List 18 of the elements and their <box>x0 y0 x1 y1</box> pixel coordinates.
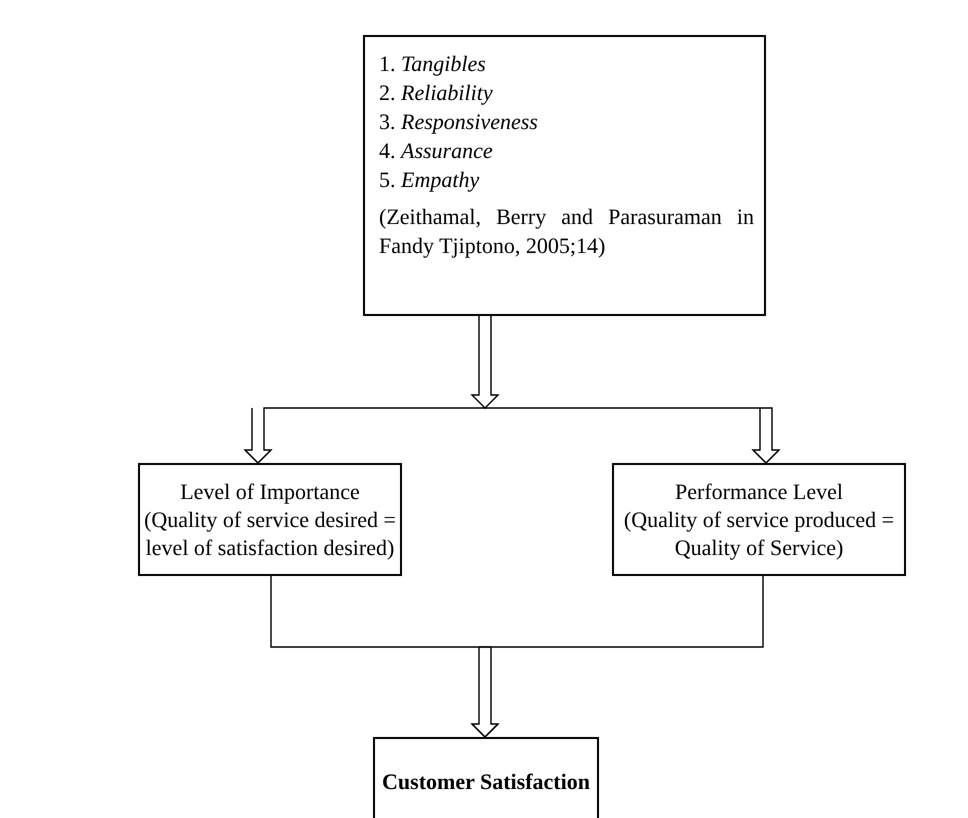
result-box <box>373 737 599 818</box>
list-item: 3. Responsiveness <box>379 108 539 136</box>
block-arrow <box>483 316 781 464</box>
box-description: (Quality of service produced = Quality of Service) <box>622 506 896 562</box>
box-title: Level of Importance <box>180 478 360 506</box>
block-arrow <box>243 316 487 464</box>
citation: (Zeithamal, Berry and Parasuraman in Fandy Tjiptono, 2005;14) <box>379 203 754 260</box>
process-box <box>138 463 402 576</box>
box-title: Customer Satisfaction <box>382 768 590 796</box>
block-arrow <box>471 576 764 738</box>
box-description: (Quality of service desired = level of satisfaction desired) <box>144 506 396 562</box>
list-box <box>363 35 766 316</box>
process-box <box>612 463 906 576</box>
list-item: 2. Reliability <box>379 79 494 107</box>
box-title: Performance Level <box>675 478 843 506</box>
list-item: 4. Assurance <box>379 137 494 165</box>
list-item: 5. Empathy <box>379 166 480 194</box>
list-item: 1. Tangibles <box>379 50 487 78</box>
